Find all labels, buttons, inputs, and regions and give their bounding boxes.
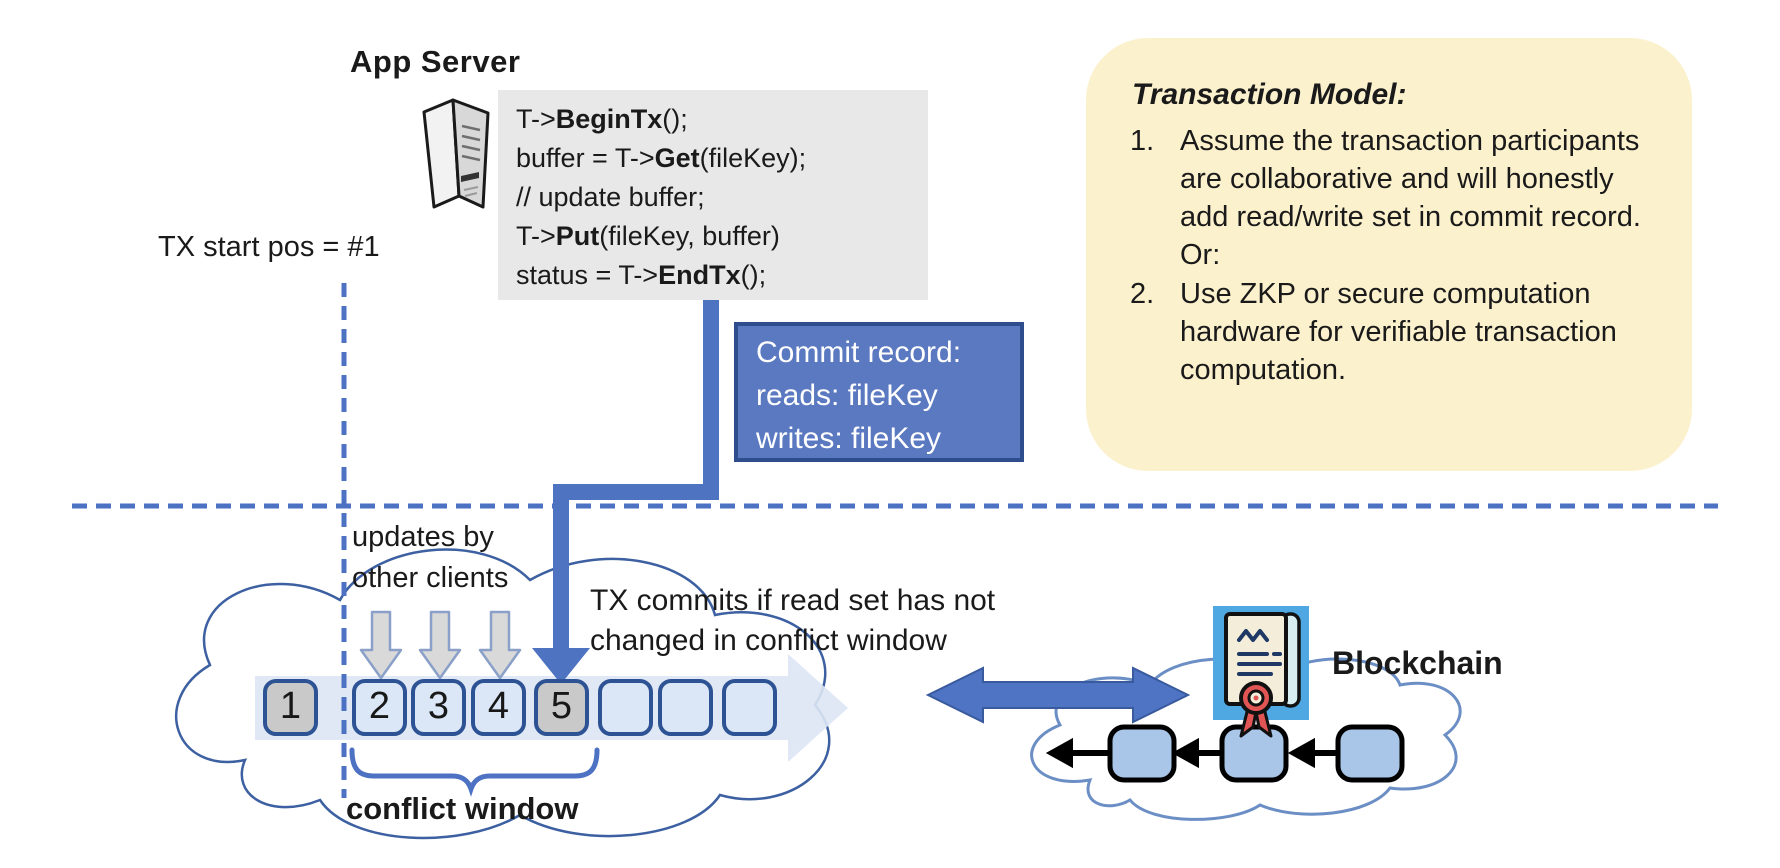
ledger-block-8 xyxy=(722,679,777,736)
transaction-model-item: 2. Use ZKP or secure computation hardwar… xyxy=(1130,275,1656,389)
code-line: buffer = T->Get(fileKey); xyxy=(516,143,807,173)
chain-blocks xyxy=(1107,724,1405,783)
ledger-block-7 xyxy=(658,679,713,736)
update-arrow xyxy=(478,610,522,680)
code-line: T->Put(fileKey, buffer) xyxy=(516,221,780,251)
sync-double-arrow xyxy=(925,666,1191,724)
transaction-code-block: T->BeginTx(); buffer = T->Get(fileKey); … xyxy=(498,90,928,300)
code-line: T->BeginTx(); xyxy=(516,104,688,134)
transaction-model-item: 1. Assume the transaction participants a… xyxy=(1130,122,1656,274)
transaction-model-note: Transaction Model: 1. Assume the transac… xyxy=(1086,38,1692,471)
updates-by-other-clients-label: updates by other clients xyxy=(352,521,509,594)
blockchain-label: Blockchain xyxy=(1332,645,1503,681)
list-item-number: 2. xyxy=(1130,278,1155,310)
list-item-text: Use ZKP or secure computation hardware f… xyxy=(1180,278,1625,386)
chain-block xyxy=(1335,724,1405,783)
conflict-window-label: conflict window xyxy=(346,791,579,826)
ledger-block-1: 1 xyxy=(263,679,318,736)
ledger-block-5: 5 xyxy=(534,679,589,736)
chain-block xyxy=(1219,724,1289,783)
update-arrow xyxy=(359,610,403,680)
update-arrow xyxy=(418,610,462,680)
chain-link-arrows xyxy=(1045,737,1338,769)
certificate-icon xyxy=(1213,606,1309,738)
app-server-title: App Server xyxy=(350,44,521,79)
ledger-block-2: 2 xyxy=(352,679,407,736)
conflict-window-brace xyxy=(349,747,600,797)
commit-flow-arrow xyxy=(532,298,719,684)
server-icon xyxy=(422,98,490,209)
commit-record-line: reads: fileKey xyxy=(756,379,938,412)
code-line: // update buffer; xyxy=(516,182,705,212)
commit-record-box: Commit record: reads: fileKey writes: fi… xyxy=(734,322,1024,462)
ledger-block-6 xyxy=(598,679,653,736)
ledger-block-4: 4 xyxy=(471,679,526,736)
commit-record-line: writes: fileKey xyxy=(756,422,942,455)
tx-commits-label: TX commits if read set has not changed i… xyxy=(590,584,996,657)
list-item-number: 1. xyxy=(1130,125,1155,157)
chain-block xyxy=(1107,724,1177,783)
code-line: status = T->EndTx(); xyxy=(516,260,767,290)
tx-start-pos-label: TX start pos = #1 xyxy=(158,231,380,263)
update-arrows xyxy=(359,610,522,680)
transaction-model-title: Transaction Model: xyxy=(1132,78,1407,111)
list-item-text: Assume the transaction participants are … xyxy=(1180,125,1658,271)
ledger-block-3: 3 xyxy=(411,679,466,736)
commit-record-line: Commit record: xyxy=(756,336,962,369)
